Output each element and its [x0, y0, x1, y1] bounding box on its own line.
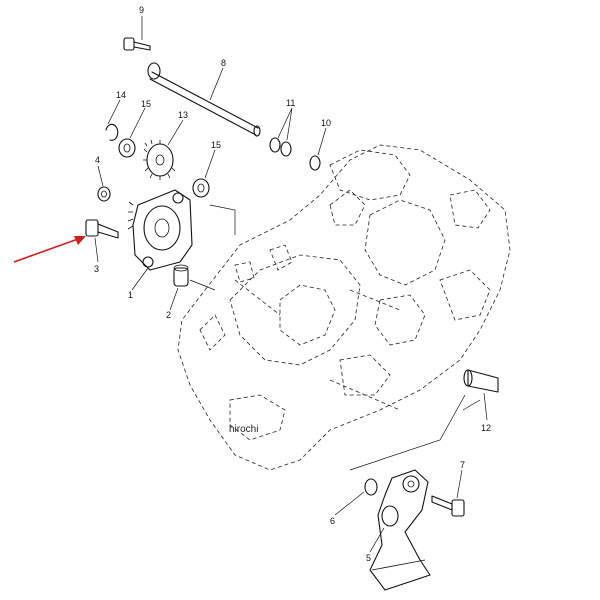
pointer-arrow	[13, 236, 86, 263]
part-5-strainer	[369, 469, 431, 591]
callout-15a: 15	[141, 99, 151, 109]
crankcase-outline	[177, 144, 511, 471]
part-12-pipe	[463, 369, 499, 393]
callout-9: 9	[139, 5, 144, 15]
callout-5: 5	[366, 553, 371, 563]
part-10-oring	[309, 155, 321, 171]
callout-3: 3	[94, 264, 99, 274]
part-13-gear	[143, 139, 176, 180]
part-14-circlip	[105, 123, 119, 141]
part-9-bolt	[123, 37, 151, 51]
part-6-oring	[364, 478, 378, 496]
part-4-pin	[97, 186, 111, 202]
callout-1: 1	[128, 290, 133, 300]
callout-14: 14	[116, 90, 126, 100]
callout-6: 6	[330, 516, 335, 526]
part-15a-washer	[118, 138, 136, 158]
callout-7: 7	[460, 460, 465, 470]
callout-labels: 9 8 11 10 14 15 13 15 4 3 1 2 12 6 7 5	[94, 5, 491, 563]
part-15b-washer	[192, 178, 210, 198]
part-11-orings	[269, 137, 292, 157]
callout-11: 11	[286, 98, 295, 108]
watermark-text: hirochi	[229, 424, 258, 435]
callout-12: 12	[481, 423, 491, 433]
callout-8: 8	[221, 58, 226, 68]
part-1-oil-pump	[127, 189, 193, 271]
callout-2: 2	[166, 310, 171, 320]
part-2-dowel	[173, 264, 189, 287]
callout-4: 4	[95, 155, 100, 165]
callout-15b: 15	[211, 140, 221, 150]
callout-10: 10	[321, 118, 331, 128]
part-7-bolt	[431, 495, 465, 517]
callout-13: 13	[178, 110, 188, 120]
part-8-shaft	[147, 62, 261, 137]
part-3-bolt	[85, 219, 119, 239]
leader-lines	[94, 16, 488, 553]
